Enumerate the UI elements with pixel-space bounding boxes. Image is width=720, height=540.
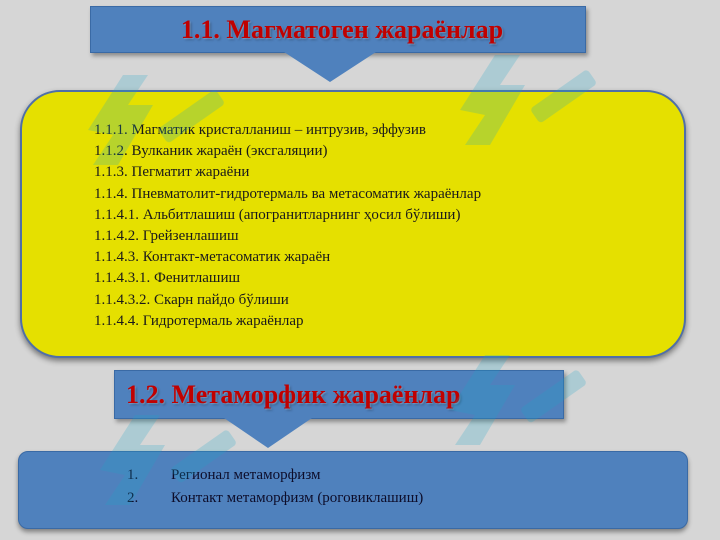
section2-title: 1.2. Метаморфик жараёнлар <box>126 379 461 409</box>
section2-callout-box <box>114 370 564 419</box>
list-item: 1.1.4.3.2. Скарн пайдо бўлиши <box>94 291 289 308</box>
list-item-number: 1. <box>127 467 139 483</box>
list-item: 1.1.4.4. Гидротермаль жараёнлар <box>94 312 304 329</box>
list-item: 2. Контакт метаморфизм (роговиклашиш) <box>127 487 423 510</box>
list-item: 1.1.4. Пневматолит-гидротермаль ва метас… <box>94 185 482 202</box>
magmatogenic-process-list-box: 1.1.1. Магматик кристалланиш – интрузив,… <box>20 90 686 358</box>
metamorphic-process-list-box: 1. Регионал метаморфизм 2. Контакт метамор… <box>18 451 688 529</box>
section2-callout-arrow <box>224 418 312 448</box>
list-item-text: Контакт метаморфизм (роговиклашиш) <box>171 490 424 506</box>
metamorphic-process-list: 1. Регионал метаморфизм 2. Контакт метамор… <box>127 464 423 510</box>
section1-callout: 1.1. Магматоген жараёнлар <box>90 6 586 86</box>
list-item: 1.1.4.3.1. Фенитлашиш <box>94 270 241 287</box>
list-item: 1.1.4.1. Альбитлашиш (апогранитларнинг ҳ… <box>94 206 461 223</box>
list-item-text: Регионал метаморфизм <box>171 467 321 483</box>
section1-title: 1.1. Магматоген жараёнлар <box>180 14 504 44</box>
list-item: 1.1.4.2. Грейзенлашиш <box>94 227 239 244</box>
list-item: 1.1.4.3. Контакт-метасоматик жараён <box>94 249 331 266</box>
list-item: 1.1.1. Магматик кристалланиш – интрузив,… <box>94 122 426 138</box>
list-item: 1.1.3. Пегматит жараёни <box>94 164 250 181</box>
list-item: 1.1.2. Вулканик жараён (эксгаляции) <box>94 143 328 160</box>
list-item: 1. Регионал метаморфизм <box>127 464 423 487</box>
section2-callout: 1.2. Метаморфик жараёнлар <box>114 370 564 450</box>
section1-callout-box <box>90 6 586 53</box>
magmatogenic-process-list: 1.1.1. Магматик кристалланиш – интрузив,… <box>94 120 481 332</box>
list-item-number: 2. <box>127 490 139 506</box>
section1-callout-arrow <box>284 52 376 82</box>
